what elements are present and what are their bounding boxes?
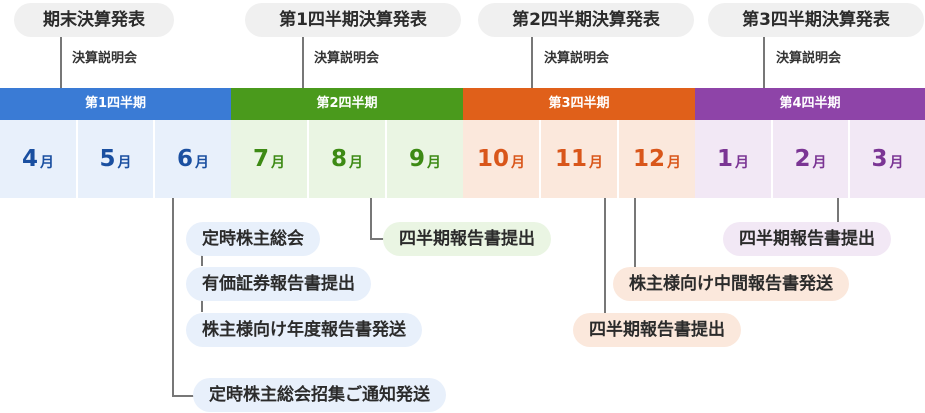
- event-fy-briefing: 決算説明会: [72, 51, 138, 66]
- connector-line: [370, 198, 372, 240]
- connector-line: [201, 254, 203, 266]
- connector-line: [604, 198, 606, 315]
- connector-line: [172, 198, 174, 397]
- quarter-1-bar: 第1四半期: [0, 88, 231, 120]
- event-q2-briefing: 決算説明会: [544, 51, 610, 66]
- event-agm-notice: 定時株主総会招集ご通知発送: [193, 378, 446, 412]
- event-q1-report: 四半期報告書提出: [383, 222, 551, 256]
- connector-line: [172, 395, 194, 397]
- event-q1-results: 第1四半期決算発表: [245, 3, 461, 37]
- event-agm: 定時株主総会: [186, 222, 320, 256]
- connector-line: [302, 37, 304, 88]
- event-q2-results: 第2四半期決算発表: [478, 3, 694, 37]
- connector-line: [531, 37, 533, 88]
- quarter-2-bar: 第2四半期: [231, 88, 463, 120]
- quarter-3-bar: 第3四半期: [463, 88, 695, 120]
- connector-line: [370, 238, 384, 240]
- event-interim-report-mail: 株主様向け中間報告書発送: [613, 267, 849, 301]
- connector-line: [634, 198, 636, 268]
- connector-line: [201, 300, 203, 312]
- event-securities-report: 有価証券報告書提出: [186, 267, 371, 301]
- connector-line: [60, 37, 62, 88]
- event-q3-report: 四半期報告書提出: [723, 222, 891, 256]
- event-q2-report: 四半期報告書提出: [573, 313, 741, 347]
- connector-line: [763, 37, 765, 88]
- event-q3-briefing: 決算説明会: [776, 51, 842, 66]
- event-q3-results: 第3四半期決算発表: [708, 3, 924, 37]
- quarter-4-bar: 第4四半期: [695, 88, 925, 120]
- event-annual-report-mail: 株主様向け年度報告書発送: [186, 313, 422, 347]
- event-q1-briefing: 決算説明会: [314, 51, 380, 66]
- connector-line: [837, 198, 839, 223]
- event-fy-results: 期末決算発表: [14, 3, 174, 37]
